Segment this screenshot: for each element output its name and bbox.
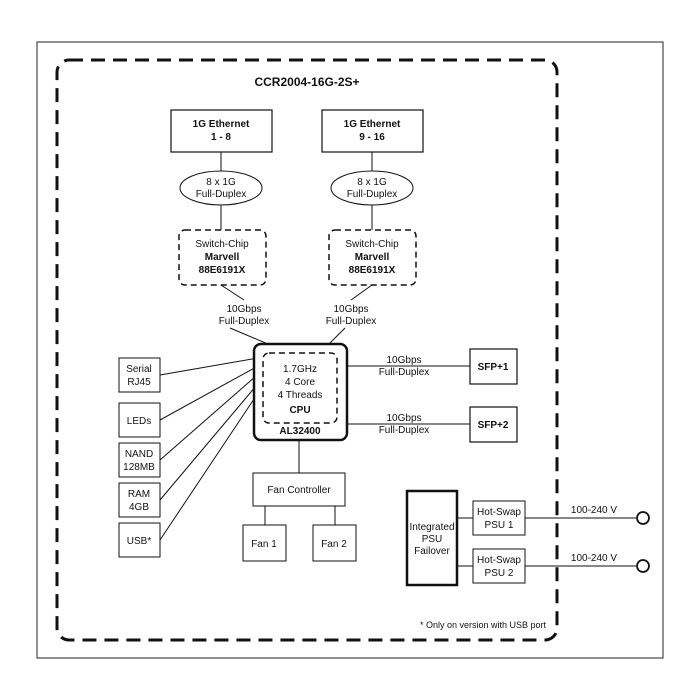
serial-type: RJ45 — [127, 377, 151, 388]
switch-chip-1-box — [178, 229, 267, 286]
nand-label: NAND — [125, 449, 153, 460]
sfp-2-speed: 10Gbps — [386, 413, 421, 424]
connections — [159, 152, 636, 567]
link-1-mode: Full-Duplex — [196, 189, 247, 200]
nand-box — [118, 442, 161, 478]
switch-2-vendor: Marvell — [355, 252, 390, 263]
sfp-1-label: SFP+1 — [478, 362, 509, 373]
serial-label: Serial — [126, 364, 152, 375]
cpu-core-box — [262, 352, 338, 424]
psu-2-voltage: 100-240 V — [571, 553, 617, 564]
fan-1-box — [242, 524, 287, 562]
fan-2-label: Fan 2 — [321, 539, 347, 550]
usb-box — [118, 522, 161, 558]
outer-frame — [36, 41, 664, 659]
sfp-2-label: SFP+2 — [478, 420, 509, 431]
link-ellipse-2 — [330, 170, 414, 206]
sfp-2-box — [469, 406, 518, 443]
link-2-mode: Full-Duplex — [347, 189, 398, 200]
nand-size: 128MB — [123, 462, 155, 473]
ram-label: RAM — [128, 489, 150, 500]
psu-2-box — [472, 548, 526, 584]
serial-box — [118, 357, 161, 393]
cpu-label: CPU — [289, 405, 310, 416]
link-2-count: 8 x 1G — [357, 177, 387, 188]
psu-failover-line1: Integrated — [409, 522, 454, 533]
fan-controller-box — [252, 472, 346, 507]
psu-2-label: PSU 2 — [485, 568, 514, 579]
sfp-2-mode: Full-Duplex — [379, 425, 430, 436]
fan-controller-label: Fan Controller — [267, 485, 331, 496]
switch-2-type: Switch-Chip — [345, 239, 399, 250]
usb-label: USB* — [127, 536, 152, 547]
psu-failover-line2: PSU — [422, 534, 443, 545]
link-1-count: 8 x 1G — [206, 177, 236, 188]
ram-box — [118, 482, 161, 518]
footnote: * Only on version with USB port — [420, 620, 547, 630]
uplink-2-mode: Full-Duplex — [326, 316, 377, 327]
sfp-1-speed: 10Gbps — [386, 355, 421, 366]
fan-1-label: Fan 1 — [251, 539, 277, 550]
psu-1-type: Hot-Swap — [477, 507, 521, 518]
ethernet-2-range: 9 - 16 — [359, 132, 385, 143]
fan-2-box — [312, 524, 357, 562]
power-input-2-icon — [636, 559, 650, 573]
psu-2-type: Hot-Swap — [477, 555, 521, 566]
uplink-1-mode: Full-Duplex — [219, 316, 270, 327]
ethernet-1-range: 1 - 8 — [211, 132, 231, 143]
ethernet-9-16-box — [321, 109, 424, 153]
uplink-1-speed: 10Gbps — [226, 304, 261, 315]
psu-failover-box — [405, 489, 459, 587]
switch-1-model: 88E6191X — [199, 265, 246, 276]
switch-chip-2-box — [328, 229, 417, 286]
cpu-frequency: 1.7GHz — [283, 364, 317, 375]
ethernet-1-label: 1G Ethernet — [193, 119, 250, 130]
ram-size: 4GB — [129, 502, 149, 513]
leds-label: LEDs — [127, 416, 151, 427]
cpu-model: AL32400 — [279, 426, 321, 437]
cpu-threads: 4 Threads — [278, 390, 323, 401]
device-boundary — [55, 58, 559, 642]
psu-1-box — [472, 500, 526, 536]
switch-1-vendor: Marvell — [205, 252, 240, 263]
switch-1-type: Switch-Chip — [195, 239, 249, 250]
cpu-cores: 4 Core — [285, 377, 315, 388]
ethernet-1-8-box — [170, 109, 273, 153]
sfp-1-mode: Full-Duplex — [379, 367, 430, 378]
leds-box — [118, 402, 161, 438]
psu-failover-line3: Failover — [414, 546, 450, 557]
switch-2-model: 88E6191X — [349, 265, 396, 276]
psu-1-voltage: 100-240 V — [571, 505, 617, 516]
uplink-2-speed: 10Gbps — [333, 304, 368, 315]
ethernet-2-label: 1G Ethernet — [344, 119, 401, 130]
sfp-1-box — [469, 348, 518, 385]
power-input-1-icon — [636, 511, 650, 525]
link-ellipse-1 — [179, 170, 263, 206]
diagram-title: CCR2004-16G-2S+ — [254, 75, 359, 89]
psu-1-label: PSU 1 — [485, 520, 514, 531]
